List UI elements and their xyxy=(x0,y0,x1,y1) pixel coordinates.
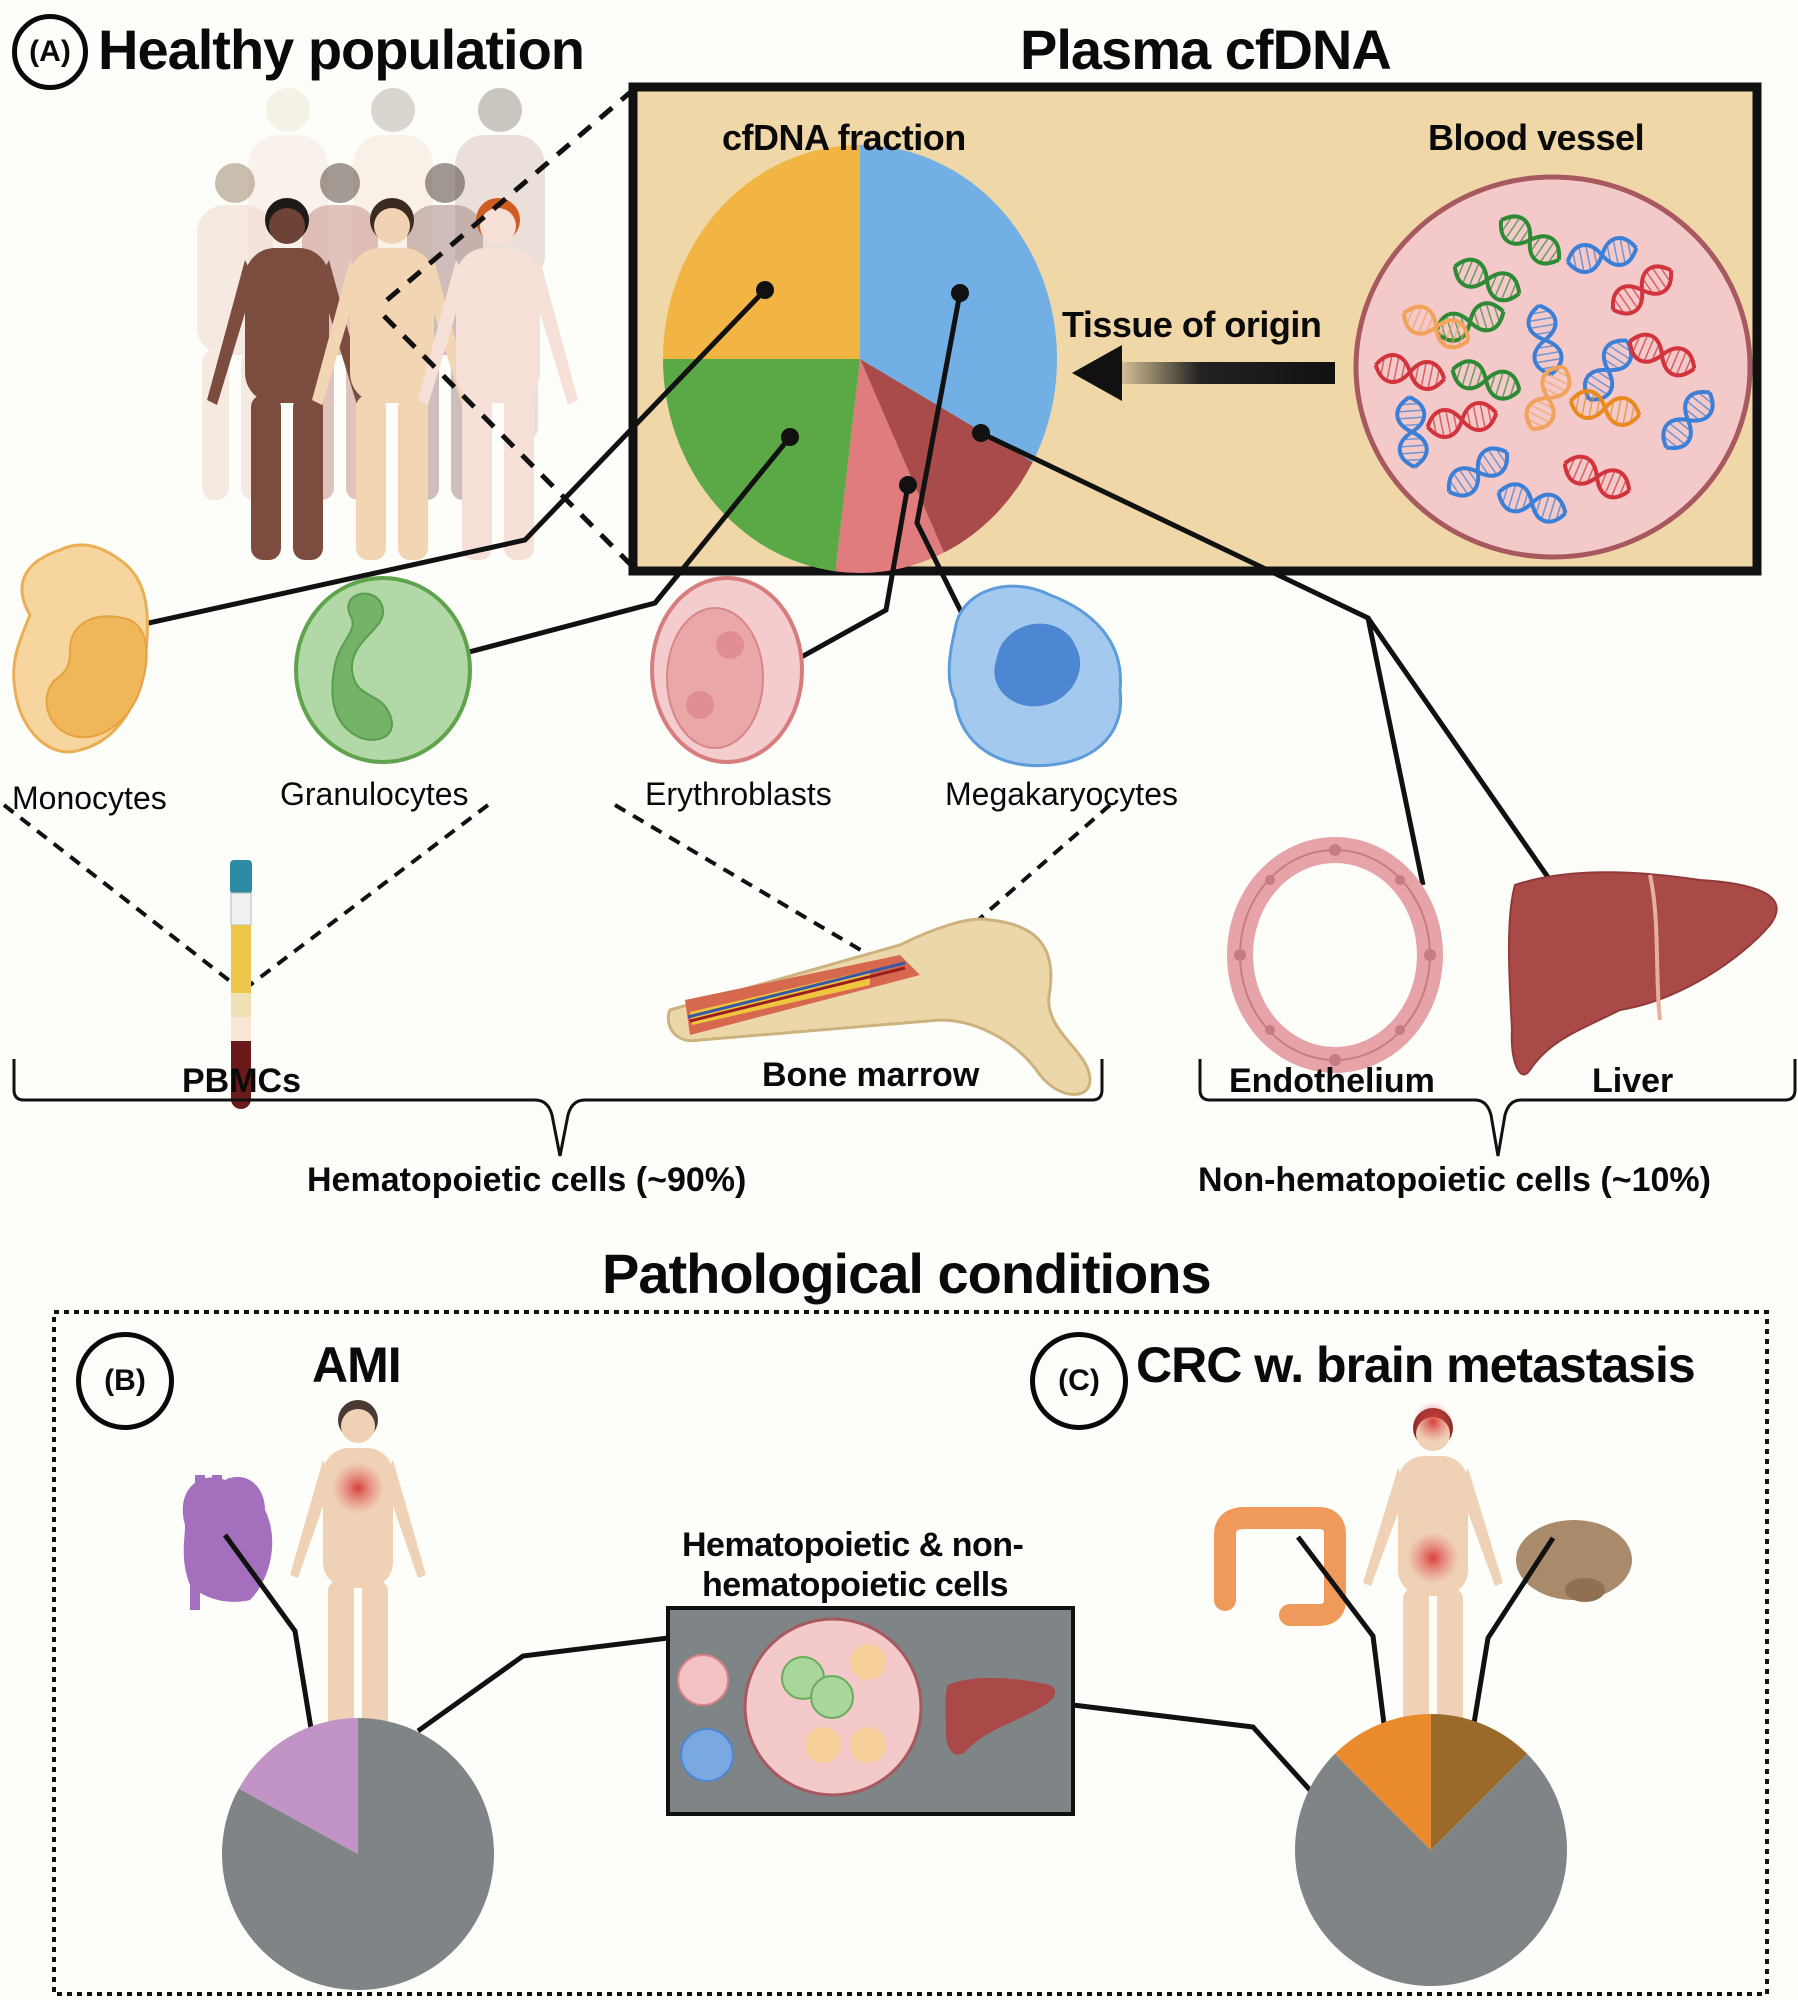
dna-fragment-icon xyxy=(1583,338,1633,402)
dna-fragment-icon xyxy=(1425,401,1499,439)
dna-fragment-icon xyxy=(1395,395,1429,469)
panel-b-badge: (B) xyxy=(76,1332,174,1430)
non-hematopoietic-group-label: Non-hematopoietic cells (~10%) xyxy=(1198,1161,1711,1199)
cfdna-fraction-pie xyxy=(663,145,1057,573)
blood-vessel-label: Blood vessel xyxy=(1428,117,1645,158)
healthy-population-figures xyxy=(197,88,578,560)
pie-slice-heart xyxy=(238,1718,358,1854)
pie-slice-hematopoietic-non-hematopoietic-cells xyxy=(1295,1753,1567,1986)
source-label-bone-marrow: Bone marrow xyxy=(762,1056,980,1094)
endothelium-illustration xyxy=(1227,837,1443,1073)
pie-slice-granulocytes xyxy=(663,359,860,572)
cell-label-erythroblasts: Erythroblasts xyxy=(645,776,832,812)
blood-vessel-illustration xyxy=(1353,174,1753,560)
monocyte-illustration xyxy=(12,543,149,754)
hematopoietic-group-label: Hematopoietic cells (~90%) xyxy=(307,1161,747,1199)
dna-fragment-icon xyxy=(1526,303,1564,377)
cell-label-granulocytes: Granulocytes xyxy=(280,776,469,812)
pathological-conditions-title: Pathological conditions xyxy=(602,1242,1212,1305)
bone-marrow-illustration xyxy=(666,917,1092,1096)
dna-fragment-icon xyxy=(1562,454,1632,500)
colon-illustration xyxy=(1214,1507,1346,1626)
ami-title: AMI xyxy=(312,1337,402,1393)
cfdna-fraction-label: cfDNA fraction xyxy=(722,117,966,158)
pie-slice-monocytes xyxy=(663,145,860,359)
liver-illustration xyxy=(1507,871,1778,1076)
ami-pie xyxy=(221,1718,495,1990)
hematopoietic-brace xyxy=(12,1059,1104,1157)
granulocyte-illustration xyxy=(294,576,472,764)
cell-label-megakaryocytes: Megakaryocytes xyxy=(945,776,1178,812)
crc-pie xyxy=(1295,1714,1567,1986)
non-hematopoietic-brace xyxy=(1198,1059,1797,1157)
dna-fragment-icon xyxy=(1373,353,1447,391)
healthy-population-title: Healthy population xyxy=(98,18,585,81)
dna-fragment-icon xyxy=(1611,264,1673,316)
dna-fragment-icon xyxy=(1450,359,1522,401)
source-label-pbmcs: PBMCs xyxy=(182,1062,302,1100)
megakaryocyte-illustration xyxy=(947,584,1123,768)
cfdna-fragments xyxy=(1373,214,1715,524)
blood-tube-illustration xyxy=(230,860,252,1109)
erythroblast-illustration xyxy=(650,576,804,764)
dna-fragment-icon xyxy=(1434,301,1506,343)
panel-b-badge-text: (B) xyxy=(104,1364,146,1397)
dna-fragment-icon xyxy=(1452,257,1522,303)
dna-fragment-icon xyxy=(1496,482,1568,524)
brain-illustration xyxy=(1516,1520,1632,1602)
dna-fragment-icon xyxy=(1565,236,1639,274)
mixed-cells-label-line1: Hematopoietic & non- xyxy=(682,1526,1024,1564)
panel-c-badge: (C) xyxy=(1030,1332,1128,1430)
dna-fragment-icon xyxy=(1447,446,1509,498)
source-label-liver: Liver xyxy=(1592,1062,1674,1100)
heart-callout-line xyxy=(222,1533,321,1772)
tissue-of-origin-arrow xyxy=(1072,345,1335,401)
plasma-cfdna-title: Plasma cfDNA xyxy=(1020,18,1392,81)
ami-patient-illustration xyxy=(290,1400,426,1755)
dna-fragment-icon xyxy=(1524,364,1572,432)
dna-fragment-icon xyxy=(1627,332,1697,378)
mixed-cells-label-line2: hematopoietic cells xyxy=(702,1566,1009,1604)
dna-fragment-icon xyxy=(1568,389,1642,427)
panel-a-badge: (A) xyxy=(12,14,88,90)
pie-slice-colon xyxy=(1334,1714,1431,1850)
crc-title: CRC w. brain metastasis xyxy=(1136,1337,1696,1393)
tissue-of-origin-label: Tissue of origin xyxy=(1062,304,1322,345)
pie-slice-brain xyxy=(1431,1714,1528,1850)
panel-c-badge-text: (C) xyxy=(1058,1364,1100,1397)
dna-fragment-icon xyxy=(1499,214,1561,266)
mixed-cells-box xyxy=(666,1606,1075,1816)
panel-a-badge-text: (A) xyxy=(29,35,71,68)
cell-label-monocytes: Monocytes xyxy=(12,780,167,816)
zoom-line-bottom xyxy=(382,314,635,569)
pie-slice-liver-endothelium-non-hematopoietic- xyxy=(860,359,1033,553)
source-label-endothelium: Endothelium xyxy=(1229,1062,1435,1100)
dna-fragment-icon xyxy=(1401,304,1471,350)
dna-fragment-icon xyxy=(1661,390,1715,450)
pathological-frame xyxy=(52,1310,1769,1996)
